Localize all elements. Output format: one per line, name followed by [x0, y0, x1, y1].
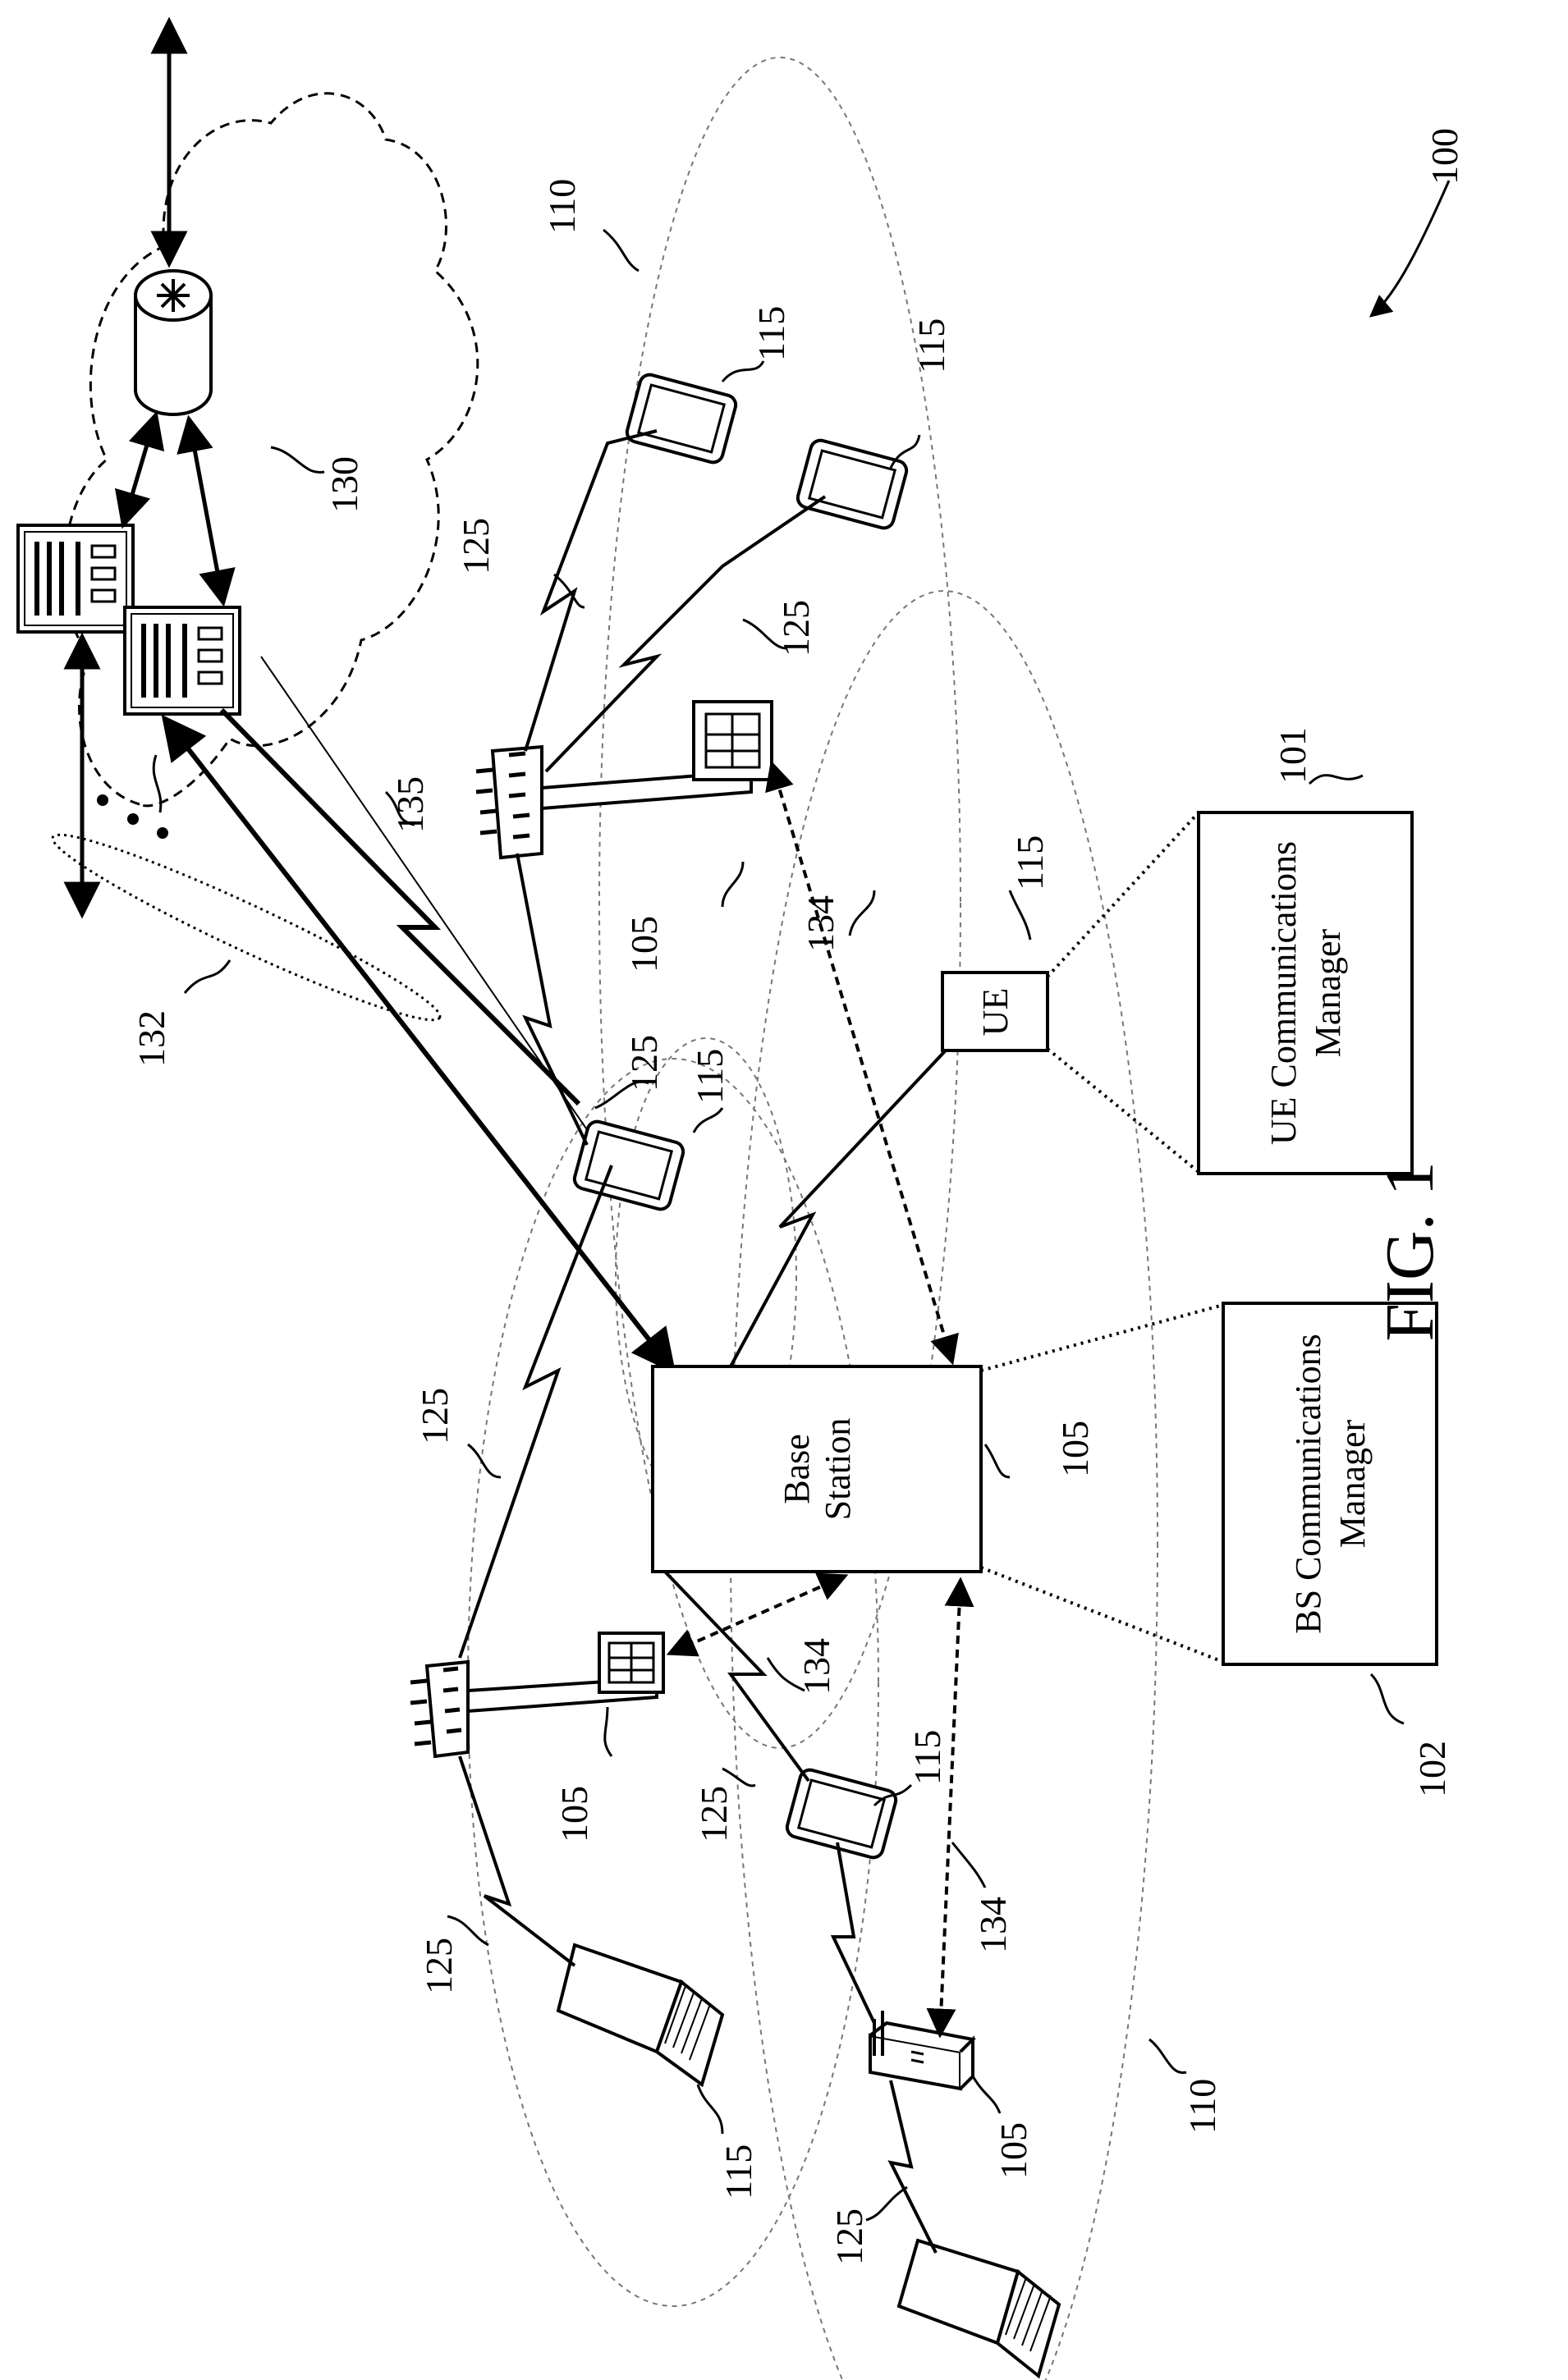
coverage-areas	[468, 57, 1158, 2380]
ref-125-f: 125	[418, 1938, 460, 1994]
wireless-link-base-station-tablet4	[665, 1572, 809, 1781]
bs-communications-manager-box	[1223, 1303, 1437, 1664]
wireless-link-tower-top-tablet1	[525, 431, 657, 751]
ref-130: 130	[323, 456, 365, 513]
ue-laptop-1	[558, 1945, 722, 2085]
ue-label: UE	[975, 988, 1016, 1037]
ue-communications-manager-box	[1199, 812, 1412, 1174]
ref-132: 132	[131, 1010, 172, 1067]
svg-text:UE Communications: UE Communications	[1263, 841, 1304, 1145]
ue-tablet-2	[795, 438, 909, 530]
svg-text:Station: Station	[818, 1418, 858, 1521]
svg-text:BS Communications: BS Communications	[1288, 1334, 1328, 1633]
wireless-link-tablet3-tower-left	[460, 1165, 612, 1658]
ref-101: 101	[1272, 727, 1314, 784]
ref-110-top: 110	[541, 179, 583, 234]
wireless-link-base-station-ue	[731, 1026, 969, 1366]
ref-105-small: 105	[993, 2122, 1034, 2179]
ref-125-c: 125	[623, 1035, 665, 1092]
ref-115-mid: 115	[689, 1049, 731, 1104]
base-station-box	[653, 1366, 981, 1572]
server-icon-left	[18, 525, 133, 632]
cell-tower-left	[410, 1633, 663, 1756]
ref-134-c: 134	[972, 1897, 1014, 1953]
manager-connectors	[981, 812, 1223, 1662]
ref-125-b: 125	[775, 600, 817, 657]
ref-125-g: 125	[828, 2208, 870, 2265]
router-icon	[135, 271, 211, 414]
ref-115-tablet1: 115	[750, 306, 792, 361]
ref-105-top: 105	[623, 916, 665, 973]
svg-text:Manager: Manager	[1308, 928, 1348, 1057]
cell-tower-top	[476, 702, 772, 858]
ue-tablet-1	[625, 373, 738, 465]
ref-100: 100	[1424, 128, 1465, 185]
ref-105-bs: 105	[1054, 1421, 1096, 1477]
ref-115-tablet2: 115	[910, 318, 952, 373]
small-cell-base-station	[870, 2011, 973, 2089]
ref-115-ue: 115	[1009, 835, 1051, 890]
ref-134-b: 134	[795, 1638, 837, 1695]
ref-115-laptop1: 115	[718, 2144, 759, 2199]
ue-tablet-3	[572, 1119, 685, 1211]
reference-numerals: 100 101 102 110 115 115 125 125 130 135 …	[131, 128, 1465, 2265]
svg-text:Manager: Manager	[1332, 1419, 1373, 1548]
ue-laptop-2	[899, 2240, 1059, 2376]
server-icon-right	[125, 607, 240, 714]
wireless-link-small-cell-laptop2	[891, 2080, 936, 2253]
ref-125-e: 125	[693, 1786, 735, 1842]
ref-102: 102	[1411, 1741, 1453, 1797]
ue-tablet-4	[785, 1768, 898, 1860]
ref-134-a: 134	[800, 895, 841, 952]
core-links	[82, 21, 223, 915]
ref-135: 135	[389, 776, 431, 833]
ref-115-tablet3: 115	[906, 1730, 948, 1785]
svg-text:Base: Base	[777, 1434, 817, 1504]
figure-title: FIG. 1	[1372, 1161, 1448, 1341]
ref-125-d: 125	[414, 1388, 456, 1444]
ref-125-a: 125	[455, 518, 497, 574]
ref-110-bottom: 110	[1181, 2079, 1223, 2134]
ref-105-left: 105	[553, 1786, 595, 1842]
